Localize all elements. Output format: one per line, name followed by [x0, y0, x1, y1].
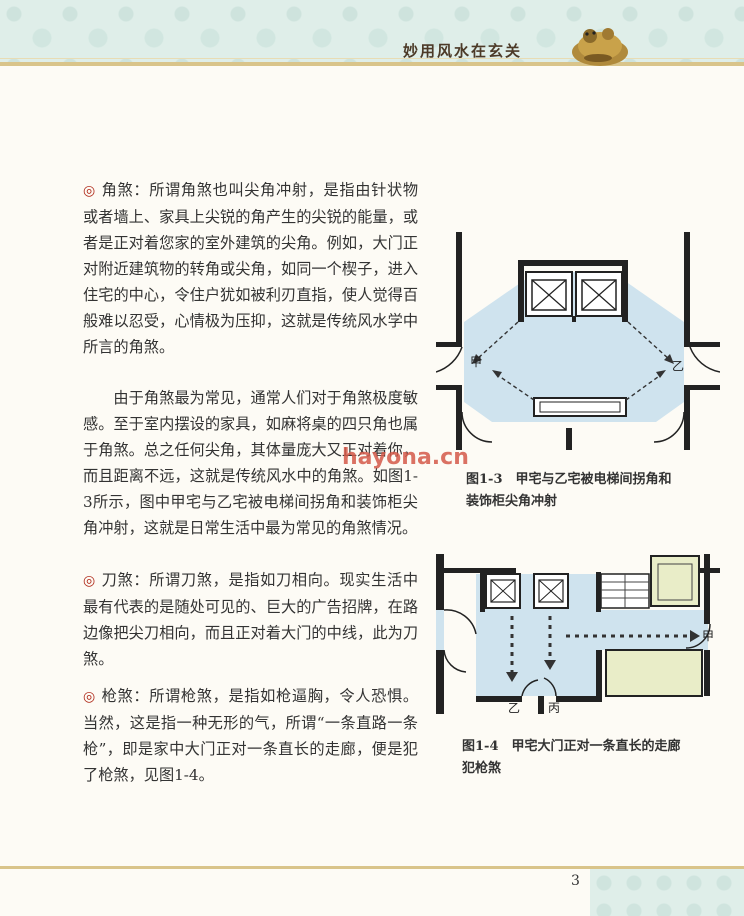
figure-1-3-label-yi: 乙 — [672, 359, 684, 373]
caption-line: 图1-4 甲宅大门正对一条直长的走廊 — [462, 739, 681, 754]
paragraph-daosha: ◎刀煞：所谓刀煞，是指如刀相向。现实生活中最有代表的是随处可见的、巨大的广告招牌… — [83, 567, 418, 672]
bullet-icon: ◎ — [83, 689, 96, 705]
figure-1-3-diagram: 甲 乙 — [436, 232, 720, 450]
bullet-icon: ◎ — [83, 183, 96, 199]
figure-1-4-label-bing: 丙 — [548, 701, 560, 714]
paragraph-text: 角煞：所谓角煞也叫尖角冲射，是指由针状物或者墙上、家具上尖锐的角产生的尖锐的能量… — [83, 181, 418, 356]
toad-ornament-icon — [572, 28, 628, 66]
figure-1-4-label-jia: 甲 — [702, 629, 714, 643]
paragraph-qiangsha: ◎枪煞：所谓枪煞，是指如枪逼胸，令人恐惧。当然，这是指一种无形的气，所谓“一条直… — [83, 683, 418, 788]
paragraph-text: 由于角煞最为常见，通常人们对于角煞极度敏感。至于室内摆设的家具，如麻将桌的四只角… — [83, 389, 418, 537]
paragraph-text: 枪煞：所谓枪煞，是指如枪逼胸，令人恐惧。当然，这是指一种无形的气，所谓“一条直路… — [83, 687, 418, 784]
header-pattern — [0, 0, 744, 62]
footer-pattern — [590, 869, 744, 916]
header-rule — [0, 62, 744, 66]
caption-line: 装饰柜尖角冲射 — [466, 494, 558, 509]
figure-1-3-caption: 图1-3 甲宅与乙宅被电梯间拐角和 装饰柜尖角冲射 — [466, 469, 672, 513]
caption-line: 犯枪煞 — [462, 761, 502, 776]
paragraph-jiaosha: ◎角煞：所谓角煞也叫尖角冲射，是指由针状物或者墙上、家具上尖锐的角产生的尖锐的能… — [83, 177, 418, 360]
figure-1-4-label-yi: 乙 — [508, 701, 520, 714]
footer-rule — [0, 866, 744, 869]
page-number: 3 — [571, 873, 580, 889]
bullet-icon: ◎ — [83, 573, 96, 589]
header-title: 妙用风水在玄关 — [403, 42, 523, 60]
paragraph-jiaosha-detail: 由于角煞最为常见，通常人们对于角煞极度敏感。至于室内摆设的家具，如麻将桌的四只角… — [83, 385, 418, 541]
caption-line: 图1-3 甲宅与乙宅被电梯间拐角和 — [466, 472, 672, 487]
figure-1-3-label-jia: 甲 — [470, 355, 482, 369]
paragraph-text: 刀煞：所谓刀煞，是指如刀相向。现实生活中最有代表的是随处可见的、巨大的广告招牌，… — [83, 571, 418, 668]
header-thin-rule — [0, 58, 744, 59]
figure-1-4-caption: 图1-4 甲宅大门正对一条直长的走廊 犯枪煞 — [462, 736, 681, 780]
figure-1-4-diagram: 甲 乙 丙 — [436, 554, 720, 714]
